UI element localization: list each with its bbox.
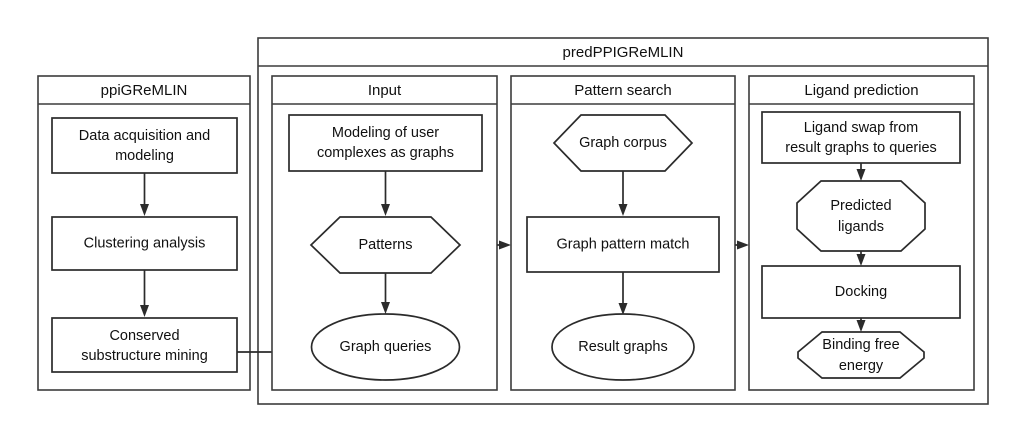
arrow-acquisition-to-clustering [140, 173, 149, 216]
node-graph-queries-label-line1: Graph queries [340, 339, 432, 355]
node-binding-free-energy-shape [797, 331, 925, 379]
node-graph-queries-shape [310, 313, 461, 381]
node-patterns-shape [309, 216, 462, 274]
node-clustering-analysis-label-line1: Clustering analysis [84, 235, 206, 251]
arrow-predicted-ligands-to-docking [856, 251, 866, 266]
node-graph-pattern-match: Graph pattern match [526, 216, 720, 273]
node-data-acquisition-label-line2: modeling [115, 148, 174, 164]
arrow-corpus-to-pattern-match [618, 171, 628, 216]
node-modeling-user-complexes-shape [288, 114, 483, 172]
node-patterns-label-line1: Patterns [359, 237, 413, 253]
node-ligand-swap-label-line2: result graphs to queries [785, 140, 937, 156]
node-clustering-analysis-shape [51, 216, 238, 271]
arrow-docking-to-binding-free-energy [856, 318, 866, 332]
node-patterns: Patterns [309, 216, 462, 274]
node-clustering-analysis: Clustering analysis [51, 216, 238, 271]
node-graph-corpus: Graph corpus [552, 114, 694, 172]
arrow-modeling-to-patterns [381, 171, 390, 216]
node-binding-free-energy-label-line1: Binding free [822, 337, 899, 353]
node-binding-free-energy-label-line2: energy [839, 358, 884, 374]
node-graph-corpus-shape [552, 114, 694, 172]
node-graph-pattern-match-label-line1: Graph pattern match [557, 236, 690, 252]
arrow-ligand-swap-to-predicted-ligands [856, 163, 866, 181]
node-predicted-ligands-label-line2: ligands [838, 219, 884, 235]
node-docking-shape [761, 265, 961, 319]
node-docking: Docking [761, 265, 961, 319]
panel-ligand-prediction: Ligand prediction Ligand swap from resul… [748, 75, 975, 391]
node-ligand-swap: Ligand swap from result graphs to querie… [761, 111, 961, 164]
node-data-acquisition-label-line1: Data acquisition and [79, 128, 210, 144]
panel-ppigremlin-title: ppiGReMLIN [101, 82, 188, 99]
node-data-acquisition: Data acquisition and modeling [51, 117, 238, 174]
node-ligand-swap-label-line1: Ligand swap from [804, 120, 918, 136]
node-modeling-user-complexes: Modeling of user complexes as graphs [288, 114, 483, 172]
node-predicted-ligands-label-line1: Predicted [830, 198, 891, 214]
arrow-pattern-match-to-result-graphs [618, 272, 628, 315]
node-modeling-user-complexes-label-line2: complexes as graphs [317, 145, 454, 161]
arrow-input-to-pattern-search [497, 240, 511, 250]
panel-ppigremlin: ppiGReMLIN Data acquisition and modeling… [37, 75, 251, 391]
node-graph-queries: Graph queries [310, 313, 461, 381]
arrow-pattern-search-to-ligand-prediction [735, 240, 749, 250]
node-predicted-ligands: Predicted ligands [796, 180, 926, 252]
node-conserved-substructure-mining-label-line1: Conserved [109, 328, 179, 344]
node-conserved-substructure-mining: Conserved substructure mining [51, 317, 238, 373]
panel-ligand-prediction-title: Ligand prediction [804, 82, 918, 99]
node-result-graphs: Result graphs [551, 313, 695, 381]
node-docking-label-line1: Docking [835, 284, 887, 300]
node-graph-corpus-label-line1: Graph corpus [579, 135, 667, 151]
panel-pattern-search-title: Pattern search [574, 82, 672, 99]
panel-input-title: Input [368, 82, 402, 99]
arrow-patterns-to-graph-queries [381, 273, 390, 314]
node-predicted-ligands-shape [796, 180, 926, 252]
node-result-graphs-label-line1: Result graphs [578, 339, 667, 355]
node-ligand-swap-shape [761, 111, 961, 164]
node-binding-free-energy: Binding free energy [797, 331, 925, 379]
arrow-clustering-to-conserved [140, 270, 149, 317]
node-conserved-substructure-mining-label-line2: substructure mining [81, 348, 208, 364]
node-data-acquisition-shape [51, 117, 238, 174]
panel-pattern-search: Pattern search Graph corpus Graph patter… [510, 75, 736, 391]
node-modeling-user-complexes-label-line1: Modeling of user [332, 125, 439, 141]
node-result-graphs-shape [551, 313, 695, 381]
panel-input: Input Modeling of user complexes as grap… [271, 75, 498, 391]
node-conserved-substructure-mining-shape [51, 317, 238, 373]
node-graph-pattern-match-shape [526, 216, 720, 273]
outer-container-title: predPPIGReMLIN [563, 44, 684, 61]
